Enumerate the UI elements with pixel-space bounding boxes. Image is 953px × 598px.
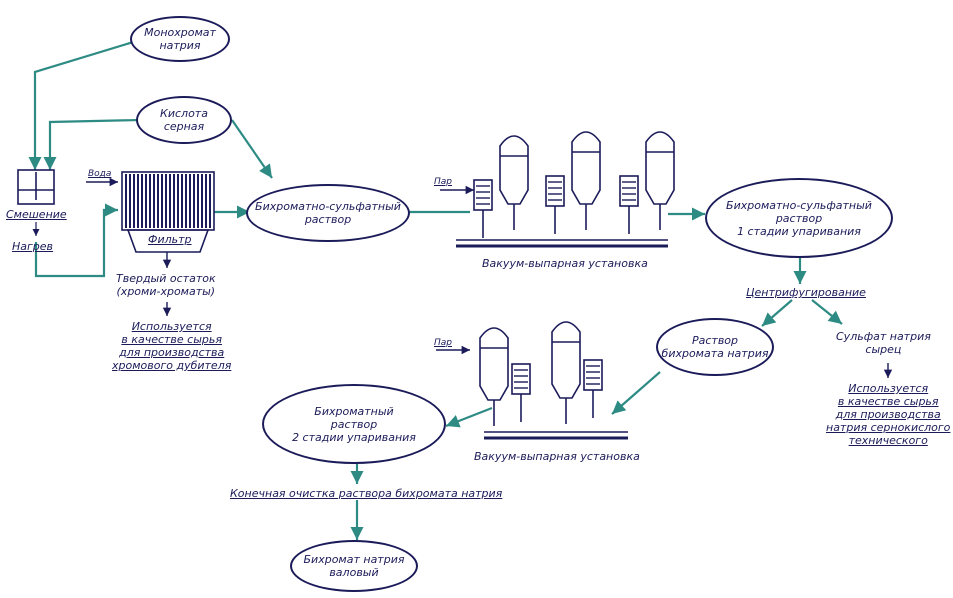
label-steam-1: Пар	[434, 177, 452, 187]
flow-acid-to-mixer	[43, 118, 141, 170]
label-final-purification: Конечная очистка раствора бихромата натр…	[230, 487, 503, 500]
label-water: Вода	[88, 169, 112, 179]
label-solid-residue: Твердый остаток (хроми-хроматы)	[116, 272, 216, 298]
label-sodium-sulfate-raw: Сульфат натрия сырец	[836, 330, 931, 356]
flow-monochromate-to-mixer	[28, 38, 141, 170]
label-heating: Нагрев	[12, 240, 54, 253]
flow-bichromate-to-evaporator2	[611, 371, 661, 415]
flow-centrifuge-to-sulfate	[811, 299, 843, 325]
label-filter: Фильтр	[148, 233, 192, 246]
evaporator-unit-1	[456, 131, 675, 248]
label-steam-2: Пар	[434, 338, 452, 348]
label-centrifugation: Центрифугирование	[746, 286, 866, 299]
label-evaporator-1: Вакуум-выпарная установка	[482, 257, 648, 270]
label-evaporator-2: Вакуум-выпарная установка	[474, 450, 640, 463]
mixer-vessel	[17, 169, 55, 205]
evaporator-unit-2	[479, 321, 628, 440]
label-mixing: Смешение	[6, 208, 67, 221]
filter-unit	[121, 171, 215, 253]
label-sulfate-use: Используется в качестве сырья для произв…	[826, 382, 951, 447]
flow-mixer-to-filter	[34, 203, 118, 278]
flow-centrifuge-to-bichromate	[761, 299, 793, 327]
flow-acid-to-solution	[231, 119, 273, 179]
label-residue-use: Используется в качестве сырья для произв…	[112, 320, 232, 372]
flow-evaporator2-to-stage2	[445, 406, 493, 428]
